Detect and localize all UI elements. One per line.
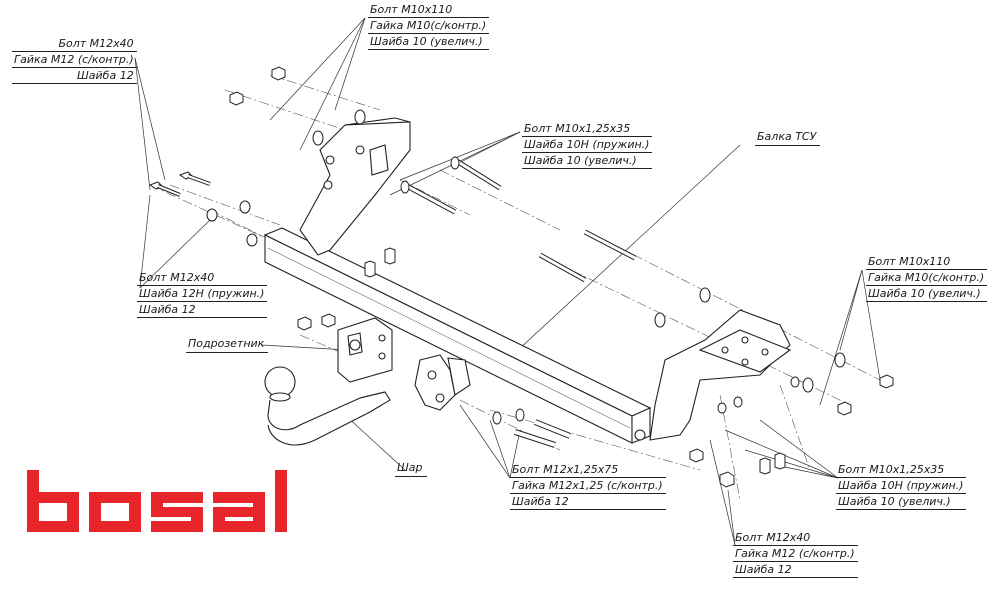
callout-line: Шайба 12 [733,562,858,578]
callout-bolt-m10x125x35-right: Болт М10х1,25х35 Шайба 10Н (пружин.) Шай… [836,462,967,510]
callout-line: Шайба 10 (увелич.) [522,153,653,169]
callout-line: Болт М10х110 [866,254,988,270]
beam-label: Балка ТСУ [755,130,821,146]
socket-plate-label: Подрозетник [186,337,269,353]
leader-lines [134,17,881,546]
callout-bolt-m12x40-left-mid: Болт М12х40 Шайба 12Н (пружин.) Шайба 12 [137,270,268,318]
callout-line: Шайба 12 [137,302,268,318]
callout-line: Шайба 10 (увелич.) [368,34,490,50]
callout-line: Шайба 10 (увелич.) [836,494,967,510]
callout-bolt-m10x110-right: Болт М10х110 Гайка М10(с/контр.) Шайба 1… [866,254,988,302]
tow-ball [264,366,391,446]
callout-line: Шайба 10Н (пружин.) [522,137,653,153]
callout-line: Болт М12х1,25х75 [510,462,666,478]
callout-bolt-m12x40-bottom: Болт М12х40 Гайка М12 (с/контр.) Шайба 1… [733,530,858,578]
callout-bolt-m12x40-left-top: Болт М12х40 Гайка М12 (с/контр.) Шайба 1… [12,36,137,84]
callout-line: Болт М10х1,25х35 [836,462,967,478]
callout-line: Шайба 10Н (пружин.) [836,478,967,494]
left-bracket [299,117,411,256]
callout-line: Гайка М12 (с/контр.) [733,546,858,562]
callout-bolt-m10x125x35-top: Болт М10х1,25х35 Шайба 10Н (пружин.) Шай… [522,121,653,169]
callout-line: Шайба 12 [510,494,666,510]
callout-line: Болт М12х40 [12,36,137,52]
bosal-logo [27,470,287,532]
callout-line: Шайба 10 (увелич.) [866,286,988,302]
towbar-beam [263,227,652,444]
callout-line: Шайба 12Н (пружин.) [137,286,268,302]
callout-bolt-m12x125x75: Болт М12х1,25х75 Гайка М12х1,25 (с/контр… [510,462,666,510]
callout-line: Гайка М10(с/контр.) [866,270,988,286]
right-bracket [634,309,792,441]
callout-line: Болт М12х40 [733,530,858,546]
callout-line: Болт М12х40 [137,270,268,286]
bosal-logo-letters [27,470,287,532]
callout-bolt-m10x110-top: Болт М10х110 Гайка М10(с/контр.) Шайба 1… [368,2,490,50]
receiver-bracket [414,354,471,411]
socket-plate [337,317,393,383]
callout-line: Болт М10х1,25х35 [522,121,653,137]
fasteners [148,66,894,488]
callout-line: Шайба 12 [12,68,137,84]
callout-line: Гайка М10(с/контр.) [368,18,490,34]
ball-label: Шар [395,461,427,477]
callout-line: Гайка М12х1,25 (с/контр.) [510,478,666,494]
callout-line: Болт М10х110 [368,2,490,18]
callout-line: Гайка М12 (с/контр.) [12,52,137,68]
